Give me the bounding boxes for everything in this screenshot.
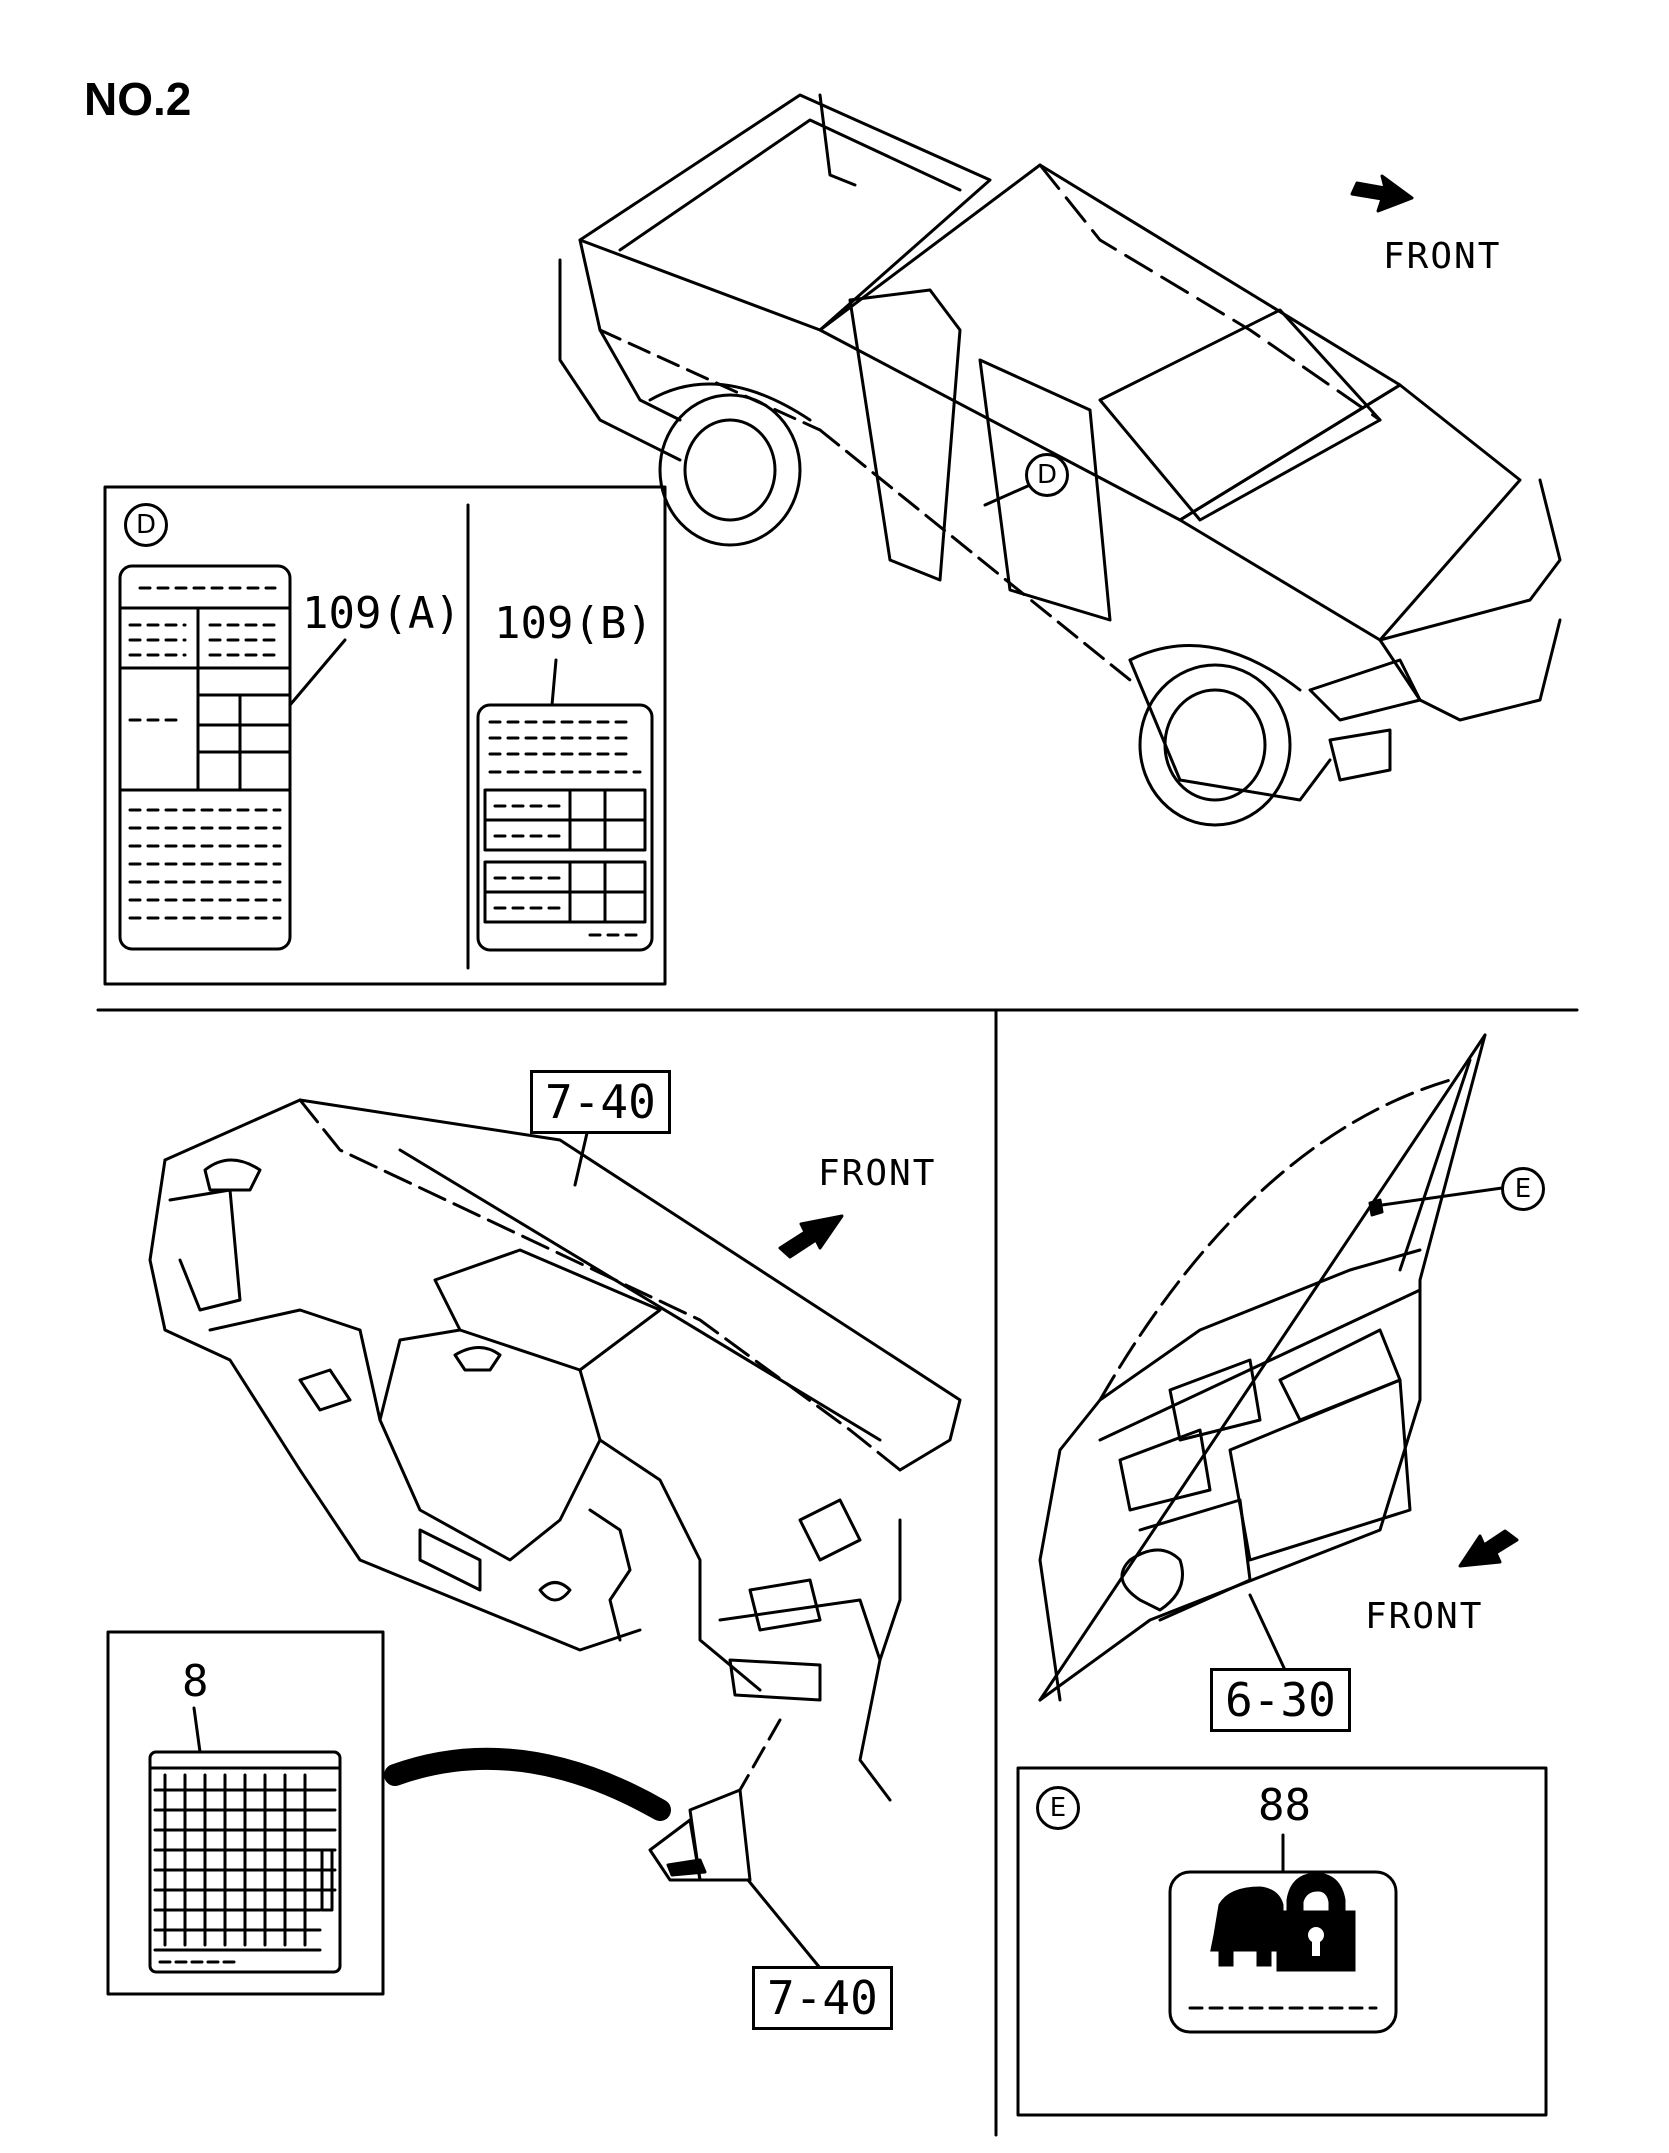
reference-7-40-upper: 7-40 bbox=[530, 1070, 671, 1134]
part-label-8: 8 bbox=[182, 1656, 209, 1707]
callout-d: D bbox=[1025, 453, 1069, 497]
detail-box-fuse-label bbox=[106, 1630, 385, 1996]
fuse-label-sheet bbox=[148, 1750, 342, 1974]
label-109b-sheet bbox=[476, 703, 654, 952]
front-arrow-icon bbox=[1350, 174, 1414, 213]
callout-d: D bbox=[124, 503, 168, 547]
detail-box-e bbox=[1016, 1766, 1548, 2117]
callout-e: E bbox=[1501, 1167, 1545, 1211]
callout-e: E bbox=[1036, 1786, 1080, 1830]
detail-box-d bbox=[103, 485, 667, 986]
front-door-illustration bbox=[1038, 1033, 1504, 1702]
part-label-109b: 109(B) bbox=[494, 598, 653, 649]
page-label: NO.2 bbox=[84, 73, 192, 125]
part-label-88: 88 bbox=[1258, 1780, 1311, 1831]
front-direction-label: FRONT bbox=[1365, 1596, 1484, 1637]
reference-7-40-lower: 7-40 bbox=[752, 1966, 893, 2030]
part-label-109a: 109(A) bbox=[302, 588, 461, 639]
instrument-panel-illustration bbox=[148, 1098, 962, 1970]
front-direction-label: FRONT bbox=[1383, 236, 1502, 277]
label-109a-sheet bbox=[118, 564, 292, 951]
reference-6-30: 6-30 bbox=[1210, 1668, 1351, 1732]
front-direction-label: FRONT bbox=[818, 1153, 937, 1194]
front-arrow-icon bbox=[1458, 1529, 1519, 1568]
door-lock-icon bbox=[1210, 1872, 1356, 1972]
front-arrow-icon bbox=[778, 1214, 844, 1259]
